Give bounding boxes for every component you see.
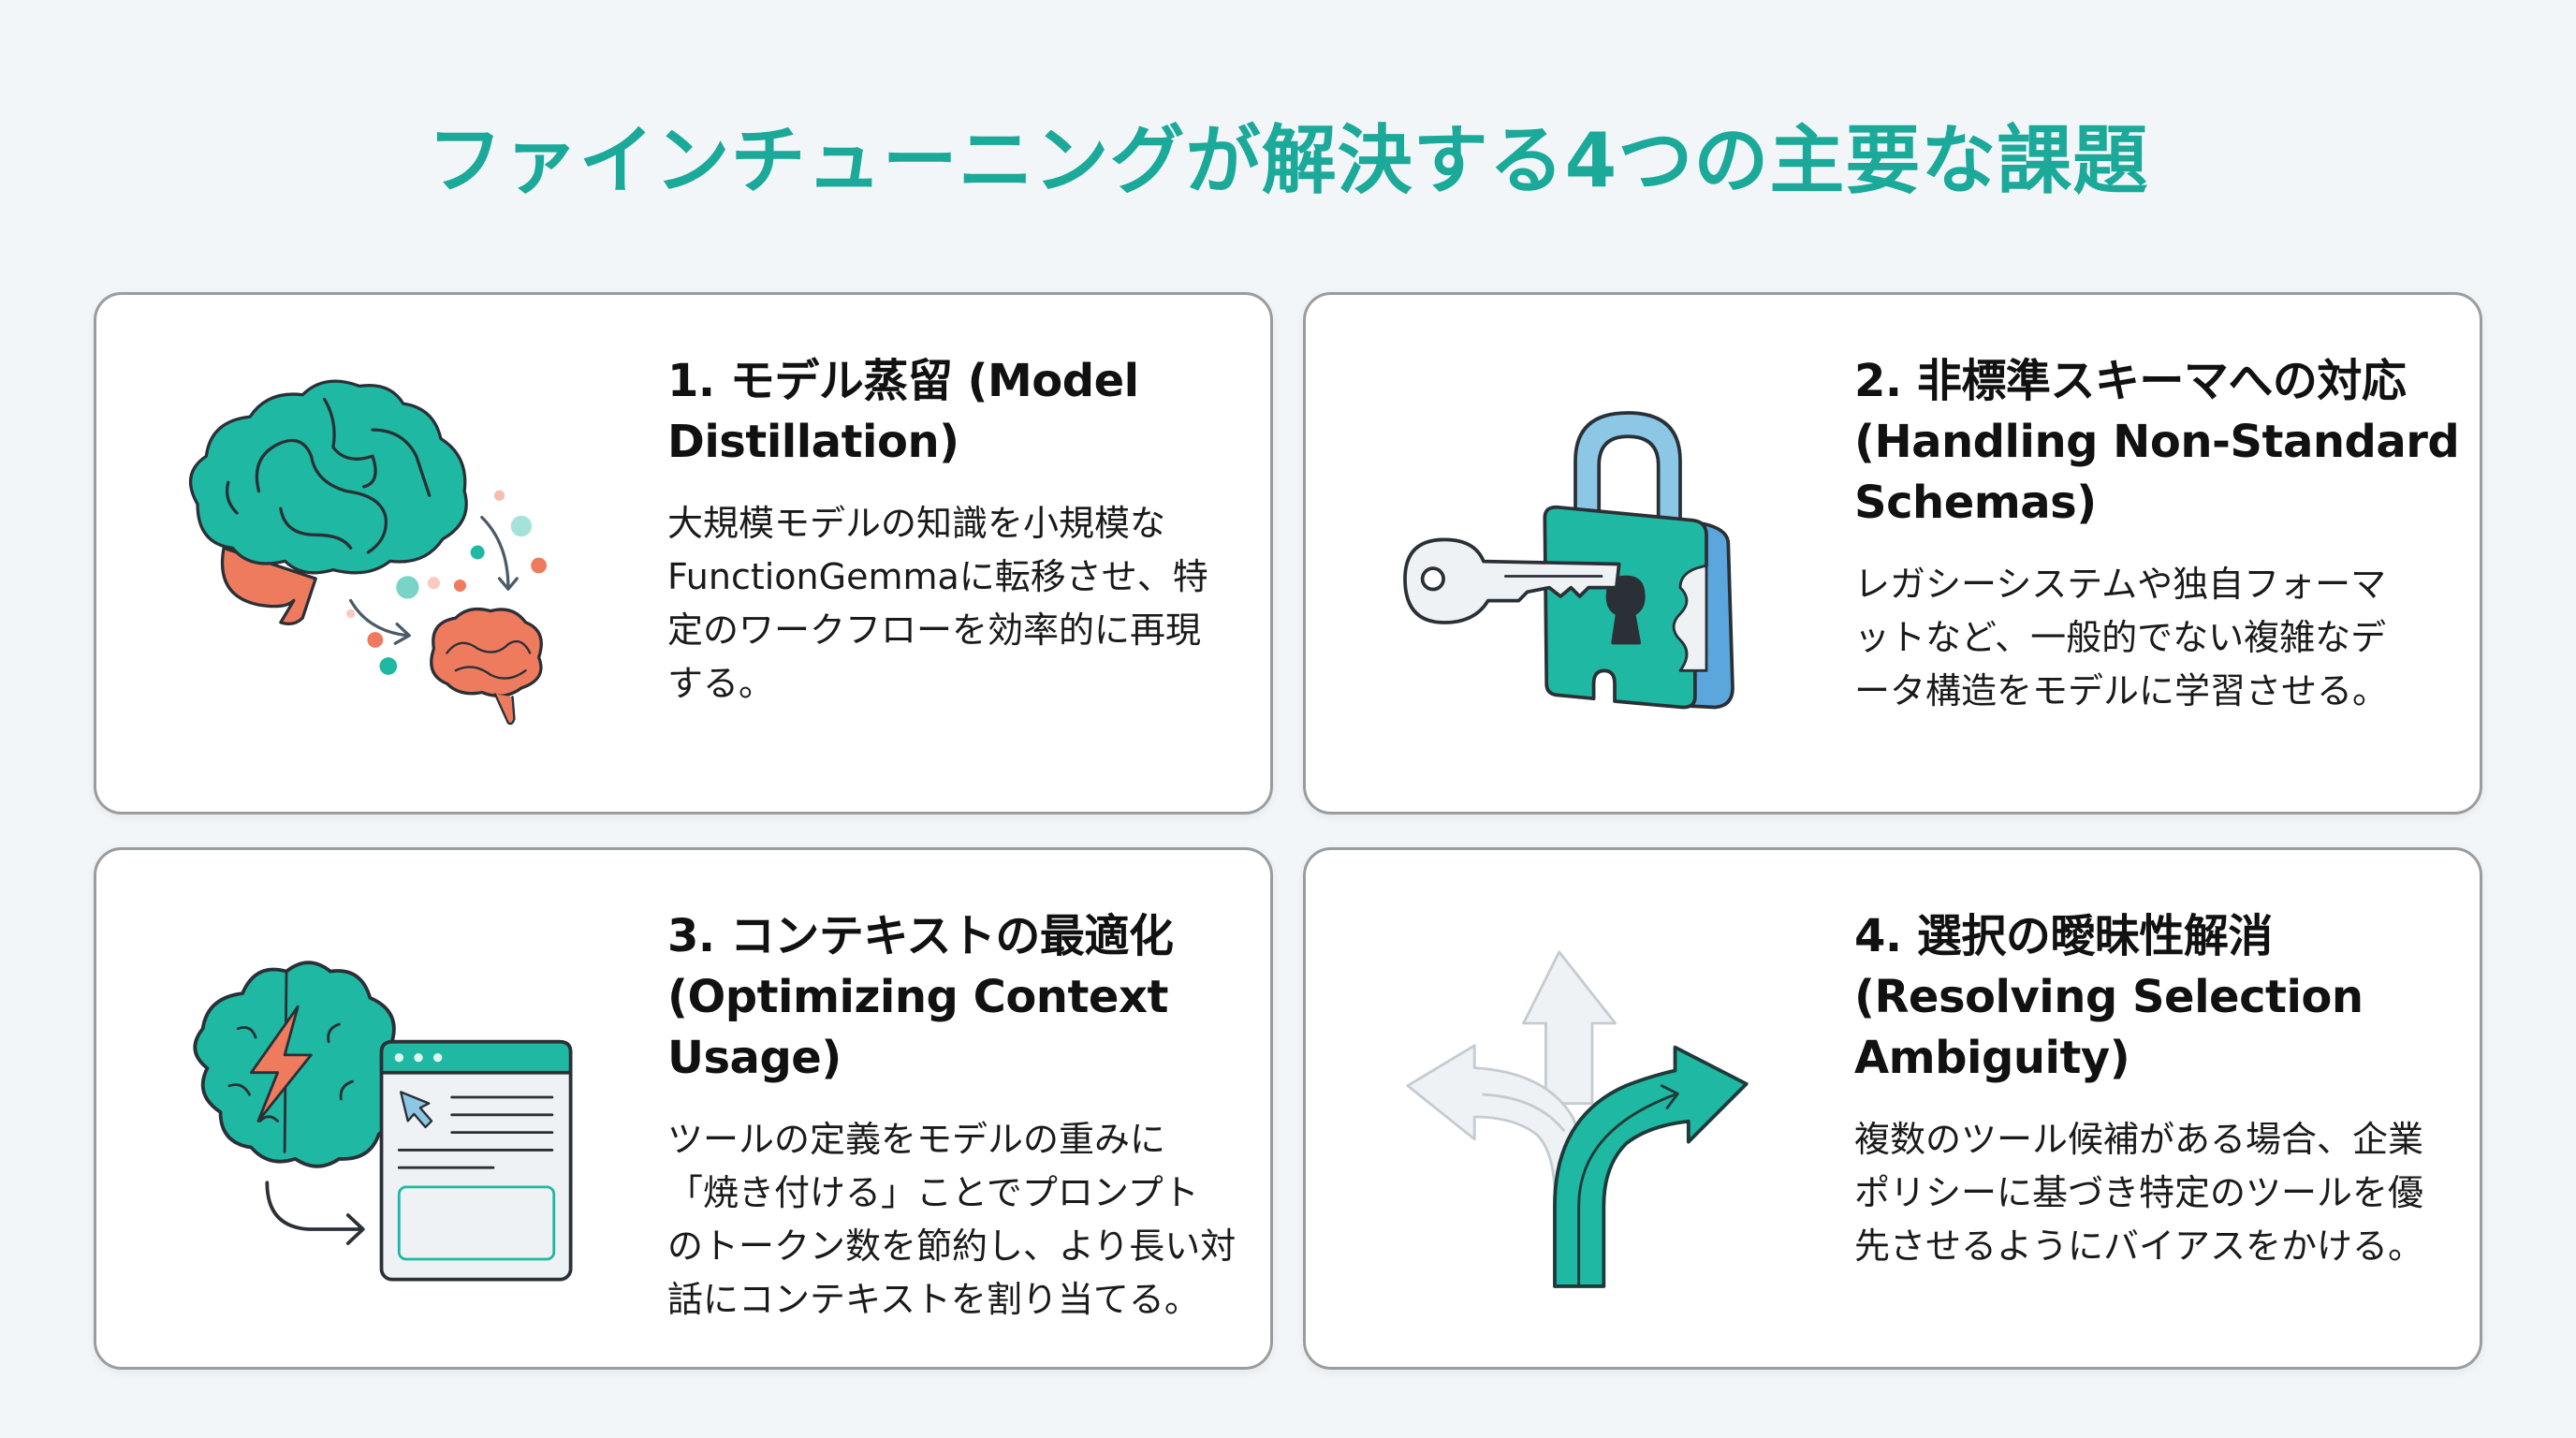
card-resolving-ambiguity: 4. 選択の曖昧性解消 (Resolving Selection Ambigui… [1303,847,2482,1370]
brain-distillation-icon [189,379,548,726]
heading-line: 3. コンテキストの最適化 [667,910,1174,962]
page-title: ファインチューニングが解決する4つの主要な課題 [427,117,2149,204]
card-text: 4. 選択の曖昧性解消 (Resolving Selection Ambigui… [1854,906,2452,1273]
card-heading: 3. コンテキストの最適化 (Optimizing Context Usage) [667,906,1242,1089]
body-line: FunctionGemmaに転移させ、特 [667,556,1208,597]
card-description: 複数のツール候補がある場合、企業 ポリシーに基づき特定のツールを優 先させるよう… [1854,1113,2452,1273]
heading-line: Distillation) [667,416,959,468]
body-line: レガシーシステムや独自フォーマ [1854,564,2387,605]
body-line: 定のワークフローを効率的に再現 [667,609,1202,651]
heading-line: 1. モデル蒸留 (Model [667,355,1139,407]
card-optimizing-context: 3. コンテキストの最適化 (Optimizing Context Usage)… [94,847,1273,1370]
body-line: する。 [667,663,775,704]
body-line: ータ構造をモデルに学習させる。 [1854,670,2389,712]
branching-arrows-icon [1406,950,1749,1288]
card-description: レガシーシステムや独自フォーマ ットなど、一般的でない複雑なデ ータ構造をモデル… [1854,558,2452,718]
heading-line: Usage) [667,1032,842,1084]
heading-line: 4. 選択の曖昧性解消 [1854,910,2273,962]
key-padlock-icon [1403,411,1734,710]
body-line: 大規模モデルの知識を小規模な [667,503,1166,544]
body-line: ポリシーに基づき特定のツールを優 [1854,1172,2424,1213]
heading-line: Ambiguity) [1854,1032,2130,1084]
heading-line: Schemas) [1854,477,2097,529]
heading-line: 2. 非標準スキーマへの対応 [1854,355,2407,407]
card-description: ツールの定義をモデルの重みに 「焼き付ける」ことでプロンプト のトークン数を節約… [667,1113,1242,1327]
body-line: 先させるようにバイアスをかける。 [1854,1225,2424,1267]
body-line: 話にコンテキストを割り当てる。 [667,1279,1200,1320]
card-model-distillation: 1. モデル蒸留 (Model Distillation) 大規模モデルの知識を… [94,292,1273,814]
brain-window-icon [193,961,573,1282]
card-heading: 2. 非標準スキーマへの対応 (Handling Non-Standard Sc… [1854,351,2460,534]
body-line: ツールの定義をモデルの重みに [667,1119,1166,1160]
card-text: 2. 非標準スキーマへの対応 (Handling Non-Standard Sc… [1854,351,2460,718]
card-heading: 1. モデル蒸留 (Model Distillation) [667,351,1242,473]
card-non-standard-schemas: 2. 非標準スキーマへの対応 (Handling Non-Standard Sc… [1303,292,2482,814]
card-text: 3. コンテキストの最適化 (Optimizing Context Usage)… [667,906,1242,1327]
card-heading: 4. 選択の曖昧性解消 (Resolving Selection Ambigui… [1854,906,2452,1089]
body-line: 複数のツール候補がある場合、企業 [1854,1119,2424,1160]
card-description: 大規模モデルの知識を小規模な FunctionGemmaに転移させ、特 定のワー… [667,497,1242,711]
heading-line: (Handling Non-Standard [1854,416,2460,468]
heading-line: (Resolving Selection [1854,971,2364,1023]
heading-line: (Optimizing Context [667,971,1168,1023]
card-text: 1. モデル蒸留 (Model Distillation) 大規模モデルの知識を… [667,351,1242,711]
body-line: のトークン数を節約し、より長い対 [667,1225,1237,1267]
body-line: 「焼き付ける」ことでプロンプト [667,1172,1199,1213]
body-line: ットなど、一般的でない複雑なデ [1854,617,2387,658]
